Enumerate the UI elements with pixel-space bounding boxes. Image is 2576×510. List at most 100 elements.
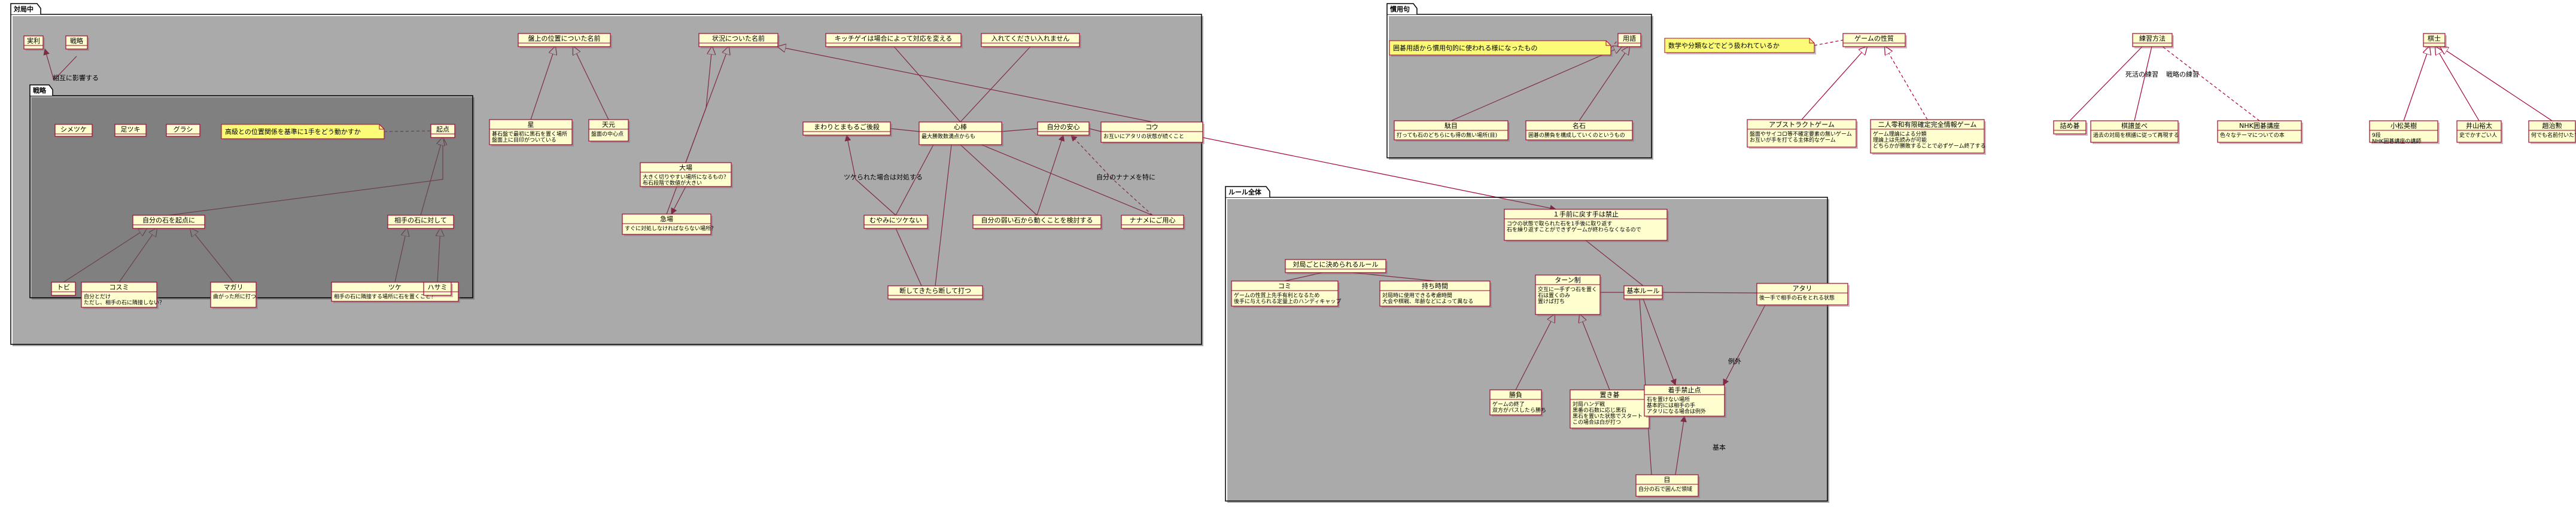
class-tsumego[interactable]: 詰め碁 [2053, 120, 2088, 136]
class-senryaku_c[interactable]: 戦略 [65, 35, 89, 51]
class-title: 勝負 [1509, 390, 1522, 399]
class-kishi[interactable]: 棋士 [2423, 33, 2447, 48]
class-jibun_anshin[interactable]: 自分の安心 [1037, 121, 1091, 137]
class-attribute: 布石段階で数値が大きい [643, 179, 702, 187]
class-kinshu[interactable]: １手前に戻す手は禁止コウの状態で取られた石を1手後に取り返す石を繰り返すことがで… [1504, 209, 1669, 242]
class-okiishi[interactable]: 置き碁対局ハンデ戦黒番の石数に応じ黒石黒石を置いた状態でスタートこの場合は白が打… [1570, 389, 1651, 430]
class-attribute: 碁石盤で最初に黒石を置く場所 [492, 130, 567, 138]
edge-label-el6: 例外 [1728, 357, 1741, 365]
class-title: 棋士 [2428, 34, 2441, 42]
class-title: 自分の弱い石から動くことを検討する [981, 216, 1093, 224]
class-attribute: 石を繰り返すことができずゲームが終わらなくなるので [1507, 226, 1641, 233]
class-title: コウ [1145, 123, 1158, 131]
class-kihon_rule[interactable]: 基本ルール [1623, 285, 1664, 301]
class-attribute: 双方がパスしたら勝ち [1492, 407, 1546, 414]
class-game_tokucho[interactable]: ゲームの性質 [1842, 33, 1907, 48]
class-attribute: アタリになる場合は例外 [1647, 408, 1706, 415]
class-attribute: 石は置くのみ [1538, 292, 1570, 299]
class-aite_taishi[interactable]: 相手の石に対して [387, 215, 455, 230]
edge-nhk-renshu [2162, 46, 2260, 121]
edge-kobayashi2-kishi [2440, 47, 2553, 121]
class-attribute: お互いが手を打てる主体的なゲーム [1750, 136, 1836, 143]
class-niningo[interactable]: 二人零和有限確定完全情報ゲームゲーム理論による分類理論上は先読みが可能どちらかが… [1870, 119, 1986, 155]
class-kobayashi2[interactable]: 趙治勲何でも名前付いたすごい人 [2528, 120, 2576, 144]
class-title: ツケ [388, 283, 402, 291]
class-title: 自分の石を起点に [142, 216, 195, 224]
class-jokyo[interactable]: 状況についた名前 [698, 33, 780, 48]
class-shimari[interactable]: シメツケ [54, 124, 94, 138]
class-hasami[interactable]: ハサミ [423, 282, 453, 297]
class-attribute: 史でかすごい人 [2459, 132, 2497, 139]
class-attribute: 曲がった所に打つ [213, 293, 256, 300]
class-kikashi[interactable]: キッチゲイは場合によって対応を変える [825, 33, 963, 48]
class-tsumaru[interactable]: 断してきたら断して打つ [887, 285, 984, 301]
class-attribute: ゲームの終了 [1492, 401, 1525, 408]
edge-n3-game_tokucho [1814, 39, 1844, 46]
class-jibun_yowai[interactable]: 自分の弱い石から動くことを検討する [972, 215, 1103, 230]
class-renshu[interactable]: 練習方法 [2132, 33, 2174, 48]
class-tobi[interactable]: トビ [51, 282, 77, 297]
class-irete[interactable]: 入れてください入れません [981, 33, 1081, 48]
class-taikyoku_rule[interactable]: 対局ごとに決められるルール [1285, 259, 1388, 274]
class-title: 大場 [679, 163, 692, 172]
class-attribute: お互いにアタリの状態が続くこと [1103, 133, 1184, 140]
class-title: 状況についた名前 [712, 34, 765, 42]
class-muyami[interactable]: むやみにツケない [863, 215, 929, 230]
class-attribute: どちらかが勝敗することで必ずゲーム終了する [1873, 142, 1985, 149]
class-attribute: 対局ハンデ戦 [1573, 401, 1605, 408]
class-title: 二人零和有限確定完全情報ゲーム [1878, 120, 1977, 129]
class-title: 目 [1664, 476, 1671, 484]
class-attribute: 9段 [2372, 132, 2381, 139]
class-jisshitsu[interactable]: 実利 [23, 35, 45, 51]
class-attribute: 基本的には相手の手 [1647, 402, 1695, 409]
class-title: 小松英樹 [2391, 121, 2417, 130]
class-title: 棋譜並べ [2121, 121, 2148, 130]
edge-kobayashi-kishi [2403, 47, 2429, 121]
note-text: 囲碁用語から慣用句的に使われる様になったもの [1393, 44, 1537, 52]
edge-label-el4: 死活の練習 [2125, 70, 2158, 78]
class-abstract[interactable]: アブストラクトゲーム盤面やサイコロ等不確定要素の無いゲームお互いが手を打てる主体… [1747, 119, 1858, 149]
class-banjo[interactable]: 盤上の位置についた名前 [518, 33, 612, 48]
class-naname[interactable]: ナナメにご用心 [1121, 215, 1185, 230]
class-title: 用語 [1623, 34, 1636, 42]
class-mawari[interactable]: まわりとまもるご後殺 [802, 121, 892, 137]
class-attribute: ゲームの性質上先手有利となるため [1234, 292, 1319, 299]
class-attribute: 最大勝敗数満点からも [921, 133, 975, 140]
class-attribute: 大会や棋戦、年齢などによって異なる [1382, 298, 1473, 305]
edge-label-el5: 戦略の練習 [2166, 70, 2199, 78]
edge-label-el7: 基本 [1713, 443, 1726, 451]
class-gurashi[interactable]: グラシ [166, 124, 202, 138]
edge-label-el3: 自分のナナメを特に [1096, 173, 1155, 181]
note-n3: 数学や分類などでどう扱われているか [1664, 38, 1816, 54]
class-attribute: 囲碁の勝負を構成していくのというもの [1528, 132, 1625, 139]
class-yougo_c[interactable]: 用語 [1617, 33, 1643, 48]
class-kiten[interactable]: 起点 [430, 124, 457, 139]
class-jibun_kiten[interactable]: 自分の石を起点に [132, 215, 206, 230]
edge-kifu-renshu [2134, 46, 2152, 121]
edge-niningo-game_tokucho [1885, 47, 1928, 120]
class-ashi[interactable]: 足ツキ [114, 124, 148, 138]
